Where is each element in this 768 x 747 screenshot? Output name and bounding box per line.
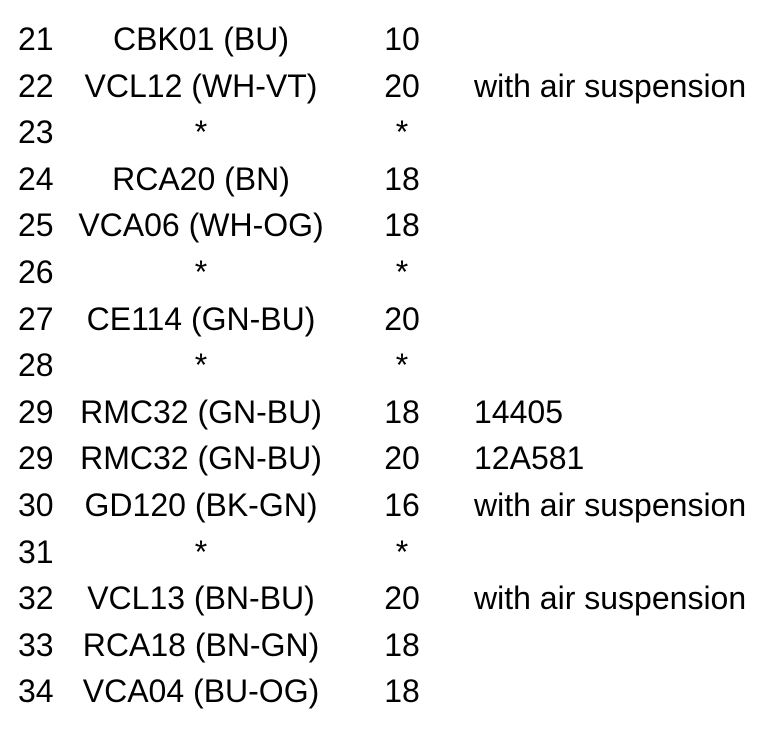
table-row: 29 RMC32 (GN-BU) 20 12A581 xyxy=(0,435,768,482)
table-row: 24 RCA20 (BN) 18 xyxy=(0,156,768,203)
code-cell: * xyxy=(194,347,208,384)
position-cell: 22 xyxy=(18,67,54,104)
code-cell: VCL12 (WH-VT) xyxy=(84,67,318,104)
position-cell: 31 xyxy=(18,533,54,570)
code-cell: RMC32 (GN-BU) xyxy=(80,440,322,477)
position-cell: 32 xyxy=(18,580,54,617)
position-cell: 21 xyxy=(18,21,54,57)
quantity-cell: 20 xyxy=(384,440,420,477)
position-cell: 30 xyxy=(18,486,54,523)
table-row: 28 * * xyxy=(0,342,768,389)
quantity-cell: 18 xyxy=(384,673,420,710)
code-cell: GD120 (BK-GN) xyxy=(84,486,318,523)
note-cell: 12A581 xyxy=(474,440,585,477)
position-cell: 26 xyxy=(18,253,54,290)
table-row: 32 VCL13 (BN-BU) 20 with air suspension xyxy=(0,575,768,622)
quantity-cell: * xyxy=(395,114,409,151)
table-row: 29 RMC32 (GN-BU) 18 14405 xyxy=(0,389,768,436)
position-cell: 24 xyxy=(18,160,54,197)
code-cell: RMC32 (GN-BU) xyxy=(80,393,322,430)
quantity-cell: 18 xyxy=(384,160,420,197)
note-cell: with air suspension xyxy=(474,67,747,104)
code-cell: VCA04 (BU-OG) xyxy=(82,673,320,710)
quantity-cell: 20 xyxy=(384,67,420,104)
quantity-cell: 10 xyxy=(384,21,420,57)
code-cell: RCA20 (BN) xyxy=(112,160,290,197)
quantity-cell: * xyxy=(395,347,409,384)
note-cell: with air suspension xyxy=(474,486,747,523)
table-row: 31 * * xyxy=(0,529,768,576)
code-cell: VCL13 (BN-BU) xyxy=(87,580,315,617)
code-cell: * xyxy=(194,114,208,151)
quantity-cell: 16 xyxy=(384,486,420,523)
table-row: 34 VCA04 (BU-OG) 18 xyxy=(0,668,768,715)
code-cell: CE114 (GN-BU) xyxy=(86,300,316,337)
position-cell: 23 xyxy=(18,114,54,151)
table-row: 30 GD120 (BK-GN) 16 with air suspension xyxy=(0,482,768,529)
code-cell: RCA18 (BN-GN) xyxy=(82,626,320,663)
quantity-cell: 18 xyxy=(384,626,420,663)
position-cell: 25 xyxy=(18,207,54,244)
quantity-cell: 20 xyxy=(384,300,420,337)
position-cell: 29 xyxy=(18,440,54,477)
note-cell: with air suspension xyxy=(474,580,747,617)
table-row: 33 RCA18 (BN-GN) 18 xyxy=(0,622,768,669)
quantity-cell: 18 xyxy=(384,393,420,430)
table-row: 27 CE114 (GN-BU) 20 xyxy=(0,296,768,343)
code-cell: VCA06 (WH-OG) xyxy=(78,207,324,244)
position-cell: 28 xyxy=(18,347,54,384)
table-row: 22 VCL12 (WH-VT) 20 with air suspension xyxy=(0,63,768,110)
table-row: 26 * * xyxy=(0,249,768,296)
quantity-cell: 20 xyxy=(384,580,420,617)
table-row: 25 VCA06 (WH-OG) 18 xyxy=(0,202,768,249)
quantity-cell: * xyxy=(395,253,409,290)
table-row: 21 CBK01 (BU) 10 xyxy=(0,16,768,63)
code-cell: * xyxy=(194,253,208,290)
quantity-cell: * xyxy=(395,533,409,570)
quantity-cell: 18 xyxy=(384,207,420,244)
position-cell: 29 xyxy=(18,393,54,430)
parts-table: 21 CBK01 (BU) 10 22 VCL12 (WH-VT) 20 wit… xyxy=(0,16,768,715)
position-cell: 33 xyxy=(18,626,54,663)
note-cell: 14405 xyxy=(474,393,563,430)
table-row: 23 * * xyxy=(0,109,768,156)
position-cell: 27 xyxy=(18,300,54,337)
code-cell: CBK01 (BU) xyxy=(112,21,290,57)
position-cell: 34 xyxy=(18,673,54,710)
code-cell: * xyxy=(194,533,208,570)
